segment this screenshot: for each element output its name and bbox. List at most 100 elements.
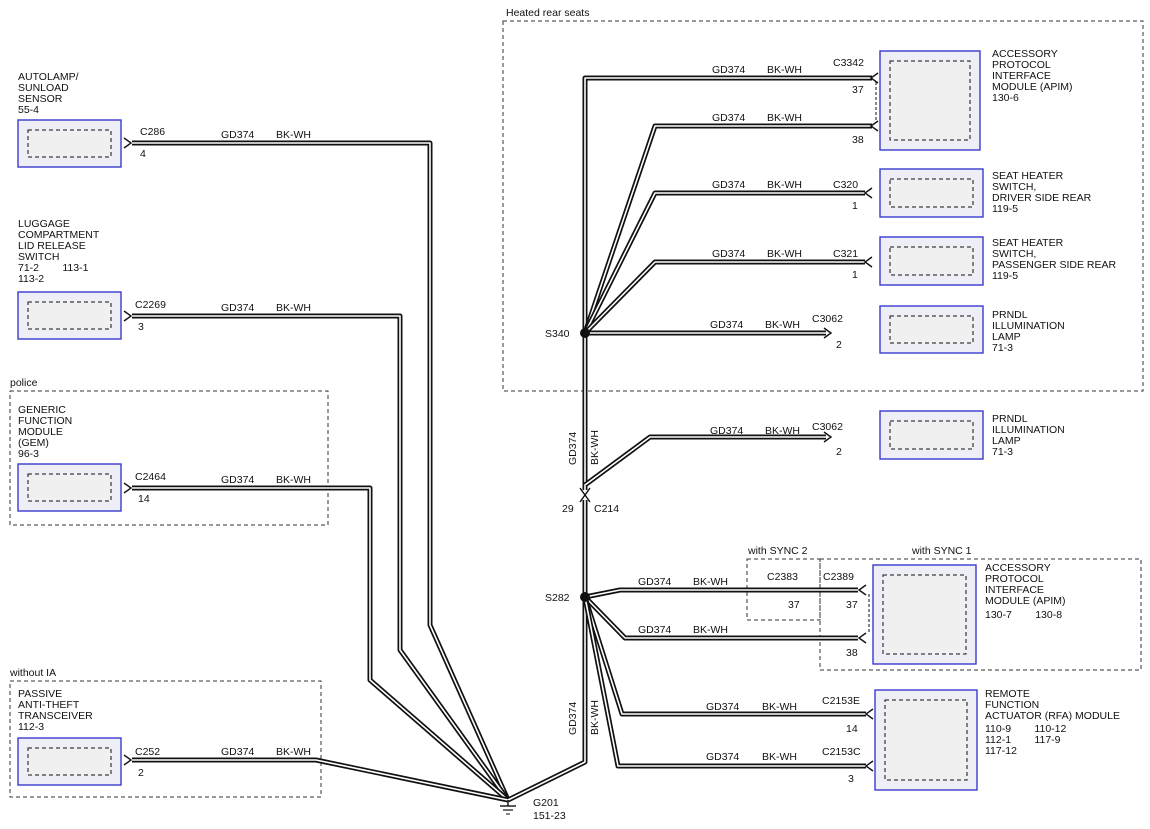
line-3: DRIVER SIDE REAR xyxy=(992,192,1092,204)
color-label: BK-WH xyxy=(767,112,802,124)
circuit-label: GD374 xyxy=(712,64,745,76)
inline-connector-label: C214 xyxy=(594,503,619,515)
module-pats: PASSIVE ANTI-THEFT TRANSCEIVER 112-3 C25… xyxy=(17,688,311,786)
line-2: FUNCTION xyxy=(985,699,1039,711)
connector-label: C252 xyxy=(135,746,160,758)
module-gem: GENERIC FUNCTION MODULE (GEM) 96-3 C2464… xyxy=(17,404,311,512)
line-3: PASSENGER SIDE REAR xyxy=(992,259,1117,271)
circuit-label: GD374 xyxy=(712,112,745,124)
connector-label: C2269 xyxy=(135,299,166,311)
color-label: BK-WH xyxy=(767,179,802,191)
module-autolamp-line-4: 55-4 xyxy=(18,104,39,116)
connector-symbol xyxy=(863,187,873,199)
line-4: MODULE (APIM) xyxy=(985,595,1066,607)
module-apim1-line-2: PROTOCOL xyxy=(992,59,1051,71)
line-2: SWITCH, xyxy=(992,181,1036,193)
circuit-label: GD374 xyxy=(712,179,745,191)
module-apim1-line-4: MODULE (APIM) xyxy=(992,81,1073,93)
zone-sync1 xyxy=(819,558,1142,671)
pin-label: 2 xyxy=(138,767,144,779)
line-3: LAMP xyxy=(992,331,1021,343)
connector-symbol xyxy=(864,760,874,772)
wire-apim2-37 xyxy=(584,587,858,600)
zone-without-ia-label: without IA xyxy=(9,667,56,679)
zone-sync2 xyxy=(746,558,821,621)
circuit-label: GD374 xyxy=(710,425,743,437)
line-2: SWITCH, xyxy=(992,248,1036,260)
line-1: SEAT HEATER xyxy=(992,170,1064,182)
connector-label: C3342 xyxy=(833,57,864,69)
pin-label: 38 xyxy=(846,647,858,659)
ground-name: G201 xyxy=(533,797,559,809)
splice-s340 xyxy=(580,328,590,338)
module-pats-line-4: 112-3 xyxy=(18,721,44,733)
line-4: 71-3 xyxy=(992,342,1013,354)
module-luggage-line-1: LUGGAGE xyxy=(18,218,70,230)
module-autolamp-line-3: SENSOR xyxy=(18,93,63,105)
connector-symbol xyxy=(869,72,879,84)
wire-autolamp xyxy=(132,140,511,802)
color-label: BK-WH xyxy=(762,751,797,763)
pin-label: 37 xyxy=(846,599,858,611)
splice-s282-label: S282 xyxy=(545,592,570,604)
pin-label: 3 xyxy=(848,773,854,785)
module-pats-line-3: TRANSCEIVER xyxy=(18,710,93,722)
connector-symbol xyxy=(123,137,133,149)
circuit-label: GD374 xyxy=(706,701,739,713)
trunk-circuit-label: GD374 xyxy=(567,432,579,465)
line-5: 130-7 130-8 xyxy=(985,609,1062,621)
pin-label: 38 xyxy=(852,134,864,146)
connector-label: C2153E xyxy=(822,695,860,707)
module-rfa: REMOTE FUNCTION ACTUATOR (RFA) MODULE 11… xyxy=(706,688,1120,791)
connector-label: C2464 xyxy=(135,471,166,483)
connector-symbol xyxy=(857,584,867,596)
line-2: ILLUMINATION xyxy=(992,320,1065,332)
line-4: 119-5 xyxy=(992,203,1018,215)
module-pats-line-2: ANTI-THEFT xyxy=(18,699,80,711)
module-gem-line-4: (GEM) xyxy=(18,437,49,449)
circuit-label: GD374 xyxy=(221,474,254,486)
pin-label: 4 xyxy=(140,148,146,160)
trunk-color-label: BK-WH xyxy=(589,430,601,465)
module-apim1-line-3: INTERFACE xyxy=(992,70,1051,82)
zone-sync1-label: with SYNC 1 xyxy=(911,545,972,557)
module-seat-passenger: SEAT HEATER SWITCH, PASSENGER SIDE REAR … xyxy=(712,236,1117,286)
circuit-label: GD374 xyxy=(638,576,671,588)
line-3: ACTUATOR (RFA) MODULE xyxy=(985,710,1120,722)
module-luggage-line-2: COMPARTMENT xyxy=(18,229,100,241)
module-luggage-line-3: LID RELEASE xyxy=(18,240,86,252)
pin-label: 2 xyxy=(836,339,842,351)
pin-label: 37 xyxy=(852,84,864,96)
module-apim-2: ACCESSORY PROTOCOL INTERFACE MODULE (API… xyxy=(638,562,1066,665)
module-luggage-line-4: SWITCH xyxy=(18,251,59,263)
color-label: BK-WH xyxy=(276,302,311,314)
connector-symbol xyxy=(123,754,133,766)
line-3: INTERFACE xyxy=(985,584,1044,596)
module-autolamp-line-1: AUTOLAMP/ xyxy=(18,71,79,83)
connector-symbol xyxy=(864,708,874,720)
connector-label: C3062 xyxy=(812,421,843,433)
module-seat-driver: SEAT HEATER SWITCH, DRIVER SIDE REAR 119… xyxy=(712,168,1092,218)
module-apim1-line-5: 130-6 xyxy=(992,92,1019,104)
inline-pin-label: 29 xyxy=(562,503,574,515)
zone-heated-rear-seats-label: Heated rear seats xyxy=(506,7,589,19)
module-gem-line-5: 96-3 xyxy=(18,448,39,460)
line-4: 71-3 xyxy=(992,446,1013,458)
color-label: BK-WH xyxy=(762,701,797,713)
connector-symbol xyxy=(869,120,879,132)
line-4: 119-5 xyxy=(992,270,1018,282)
module-gem-line-3: MODULE xyxy=(18,426,63,438)
color-label: BK-WH xyxy=(767,248,802,260)
module-luggage: LUGGAGE COMPARTMENT LID RELEASE SWITCH 7… xyxy=(17,218,311,340)
color-label: BK-WH xyxy=(765,319,800,331)
module-luggage-line-5: 71-2 113-1 xyxy=(18,262,89,274)
color-label: BK-WH xyxy=(693,624,728,636)
line-1: SEAT HEATER xyxy=(992,237,1064,249)
circuit-label: GD374 xyxy=(221,746,254,758)
zone-without-ia xyxy=(9,680,322,798)
connector-label: C2389 xyxy=(823,571,854,583)
wire-pats xyxy=(132,757,509,803)
connector-label: C286 xyxy=(140,126,165,138)
pin-label: 1 xyxy=(852,269,858,281)
